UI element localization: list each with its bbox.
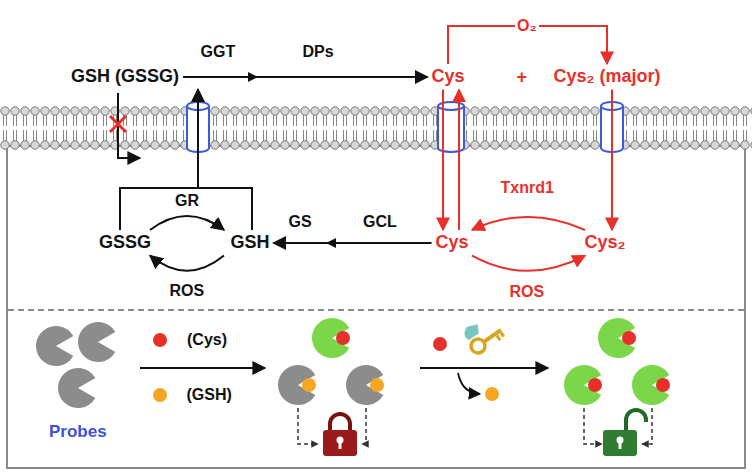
drawing-part [110, 116, 126, 132]
release-arrow [458, 373, 480, 394]
text-label: + [515, 67, 530, 88]
drawing-part [496, 334, 502, 341]
drawing-part [330, 414, 350, 432]
cys-dot [433, 337, 447, 351]
drawing-part [298, 408, 318, 444]
connector [274, 242, 432, 244]
drawing-part [339, 441, 342, 449]
edge-label: Txnrd1 [499, 179, 556, 197]
unlocked-padlock [603, 410, 646, 456]
edge-label: O₂ [515, 17, 539, 35]
cell-outline [7, 146, 745, 468]
block-cross [110, 116, 126, 132]
text-label: (GSH) [185, 386, 234, 404]
node-text: GSSG [99, 232, 151, 254]
drawing-part [622, 331, 636, 345]
gsh-dot [302, 378, 316, 392]
drawing-part [461, 321, 482, 341]
drawing-part [438, 102, 464, 110]
edge-label: GGT [199, 43, 238, 61]
cys-dot [153, 333, 167, 347]
node-text: GSH [231, 232, 270, 254]
node-text: Cys [436, 232, 469, 254]
locked-padlock [323, 414, 357, 456]
connector [472, 217, 585, 230]
connector [442, 90, 444, 230]
drawing-part [58, 368, 95, 408]
probe-gsh [346, 365, 383, 405]
node-text: Cys₂ [585, 232, 626, 254]
connector [150, 216, 224, 230]
node-text: GSH (GSSG) [71, 66, 179, 88]
drawing-part [482, 328, 502, 344]
probe-gsh [278, 365, 315, 405]
connector [472, 256, 585, 271]
drawing-part [564, 365, 601, 405]
cys-dot [336, 331, 350, 345]
probe-shapes [36, 322, 115, 408]
drawing-part [584, 408, 602, 444]
drawing-part [36, 326, 73, 366]
lipid-bilayer [0, 104, 752, 152]
connector [458, 90, 460, 230]
edge-label: GCL [361, 213, 399, 231]
text-node: GSH (GSSG) [69, 66, 181, 88]
text-label: GS [287, 213, 314, 231]
text-node: GSSG [97, 232, 153, 254]
text-label: Probes [47, 422, 109, 442]
text-label: (Cys) [185, 331, 229, 349]
connector [150, 256, 224, 271]
node-text: Cys [432, 66, 465, 88]
connector [183, 76, 427, 78]
text-label: DPs [301, 43, 336, 61]
connector [198, 90, 252, 230]
edge-label: GR [173, 192, 201, 210]
dashed-brackets [584, 408, 652, 444]
gsh-dot [153, 388, 167, 402]
edge-label: ROS [168, 282, 207, 300]
connector [611, 90, 613, 230]
drawing-part [619, 441, 622, 449]
drawing-part [323, 430, 357, 456]
drawing-part [78, 322, 115, 362]
drawing-part [626, 410, 646, 430]
probes-cys-bound [564, 318, 670, 405]
drawing-part [500, 332, 505, 338]
key-icon [460, 312, 506, 357]
drawing-part [110, 116, 126, 132]
gsh-dot [370, 378, 384, 392]
text-node: Cys₂ (major) [552, 66, 663, 88]
drawing-part [632, 365, 669, 405]
drawing-part [438, 106, 464, 152]
edge-label: ROS [508, 283, 547, 301]
panel-divider [8, 309, 744, 311]
gsh-dot [485, 387, 499, 401]
text-node: Cys [434, 232, 471, 254]
text-node: Cys [430, 66, 467, 88]
channels [187, 102, 623, 152]
drawing-part [656, 378, 670, 392]
probe-cys [312, 318, 349, 358]
reaction-arrow [140, 367, 265, 369]
text-node: GSH [229, 232, 272, 254]
text-node: Cys₂ [583, 232, 628, 254]
drawing-part [598, 318, 635, 358]
drawing-part [603, 430, 637, 456]
reaction-arrow [420, 367, 548, 369]
node-text: Cys₂ (major) [554, 66, 661, 88]
drawing-part [588, 378, 602, 392]
drawing-part [362, 408, 366, 444]
